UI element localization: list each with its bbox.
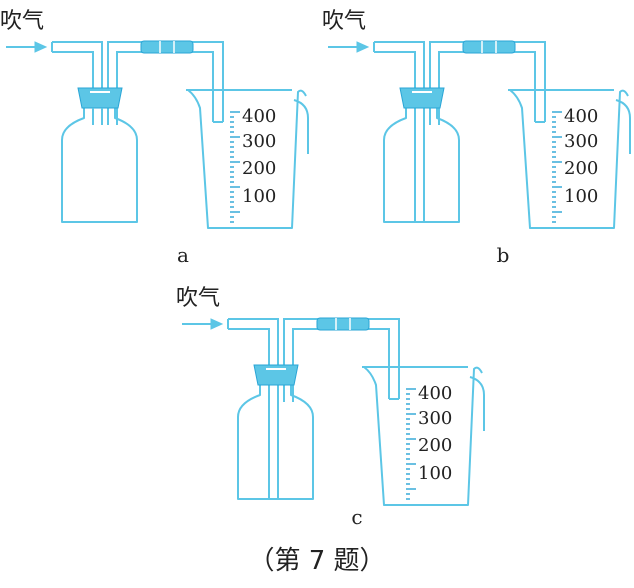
beaker-handle	[293, 99, 309, 154]
panel-b: 吹气 400 300 200 100	[322, 9, 631, 229]
scale-label-300: 300	[418, 408, 452, 429]
rubber-connector	[316, 317, 370, 331]
scale-label-300: 300	[564, 131, 598, 152]
blow-label: 吹气	[0, 9, 44, 34]
scale-label-300: 300	[242, 131, 276, 152]
scale-label-100: 100	[242, 186, 276, 207]
scale-label-400: 400	[418, 383, 452, 404]
scale-label-400: 400	[242, 106, 276, 127]
scale-label-100: 100	[564, 186, 598, 207]
panel-a-label: a	[177, 243, 189, 267]
scale-label-400: 400	[564, 106, 598, 127]
panel-c-label: c	[351, 505, 362, 529]
panel-b-label: b	[497, 243, 510, 267]
beaker-handle	[615, 99, 631, 154]
panel-a: 吹气 400 300 200 100	[0, 9, 309, 229]
beaker-body	[509, 89, 629, 229]
beaker-body	[187, 89, 307, 229]
outlet-tube-outer	[429, 41, 546, 125]
outlet-tube-inner	[292, 328, 390, 402]
rubber-connector	[140, 40, 194, 54]
bottle-body	[237, 385, 314, 500]
beaker-body	[363, 366, 483, 506]
inlet-tube-outer	[374, 41, 425, 125]
inlet-tube-outer	[228, 318, 279, 402]
blow-arrow-head	[356, 41, 370, 53]
inlet-tube-outer	[52, 41, 103, 125]
outlet-tube-outer	[107, 41, 224, 125]
rubber-connector	[462, 40, 516, 54]
panel-c: 吹气 400 300 200 100	[176, 286, 485, 506]
bottle-body	[61, 108, 138, 223]
scale-label-200: 200	[564, 158, 598, 179]
scale-label-100: 100	[418, 463, 452, 484]
bottle-stopper	[399, 87, 445, 109]
blow-label: 吹气	[322, 9, 366, 34]
scale-label-200: 200	[418, 435, 452, 456]
outlet-tube-inner	[116, 51, 214, 125]
bottle-body	[383, 108, 460, 223]
outlet-tube-inner	[438, 51, 536, 125]
beaker-handle	[469, 376, 485, 431]
bottle-stopper	[253, 364, 299, 386]
outlet-tube-outer	[283, 318, 400, 402]
blow-label: 吹气	[176, 286, 220, 311]
blow-arrow-head	[210, 318, 224, 330]
figure-caption: （第 7 题）	[248, 546, 385, 576]
bottle-stopper	[77, 87, 123, 109]
blow-arrow-head	[34, 41, 48, 53]
scale-label-200: 200	[242, 158, 276, 179]
